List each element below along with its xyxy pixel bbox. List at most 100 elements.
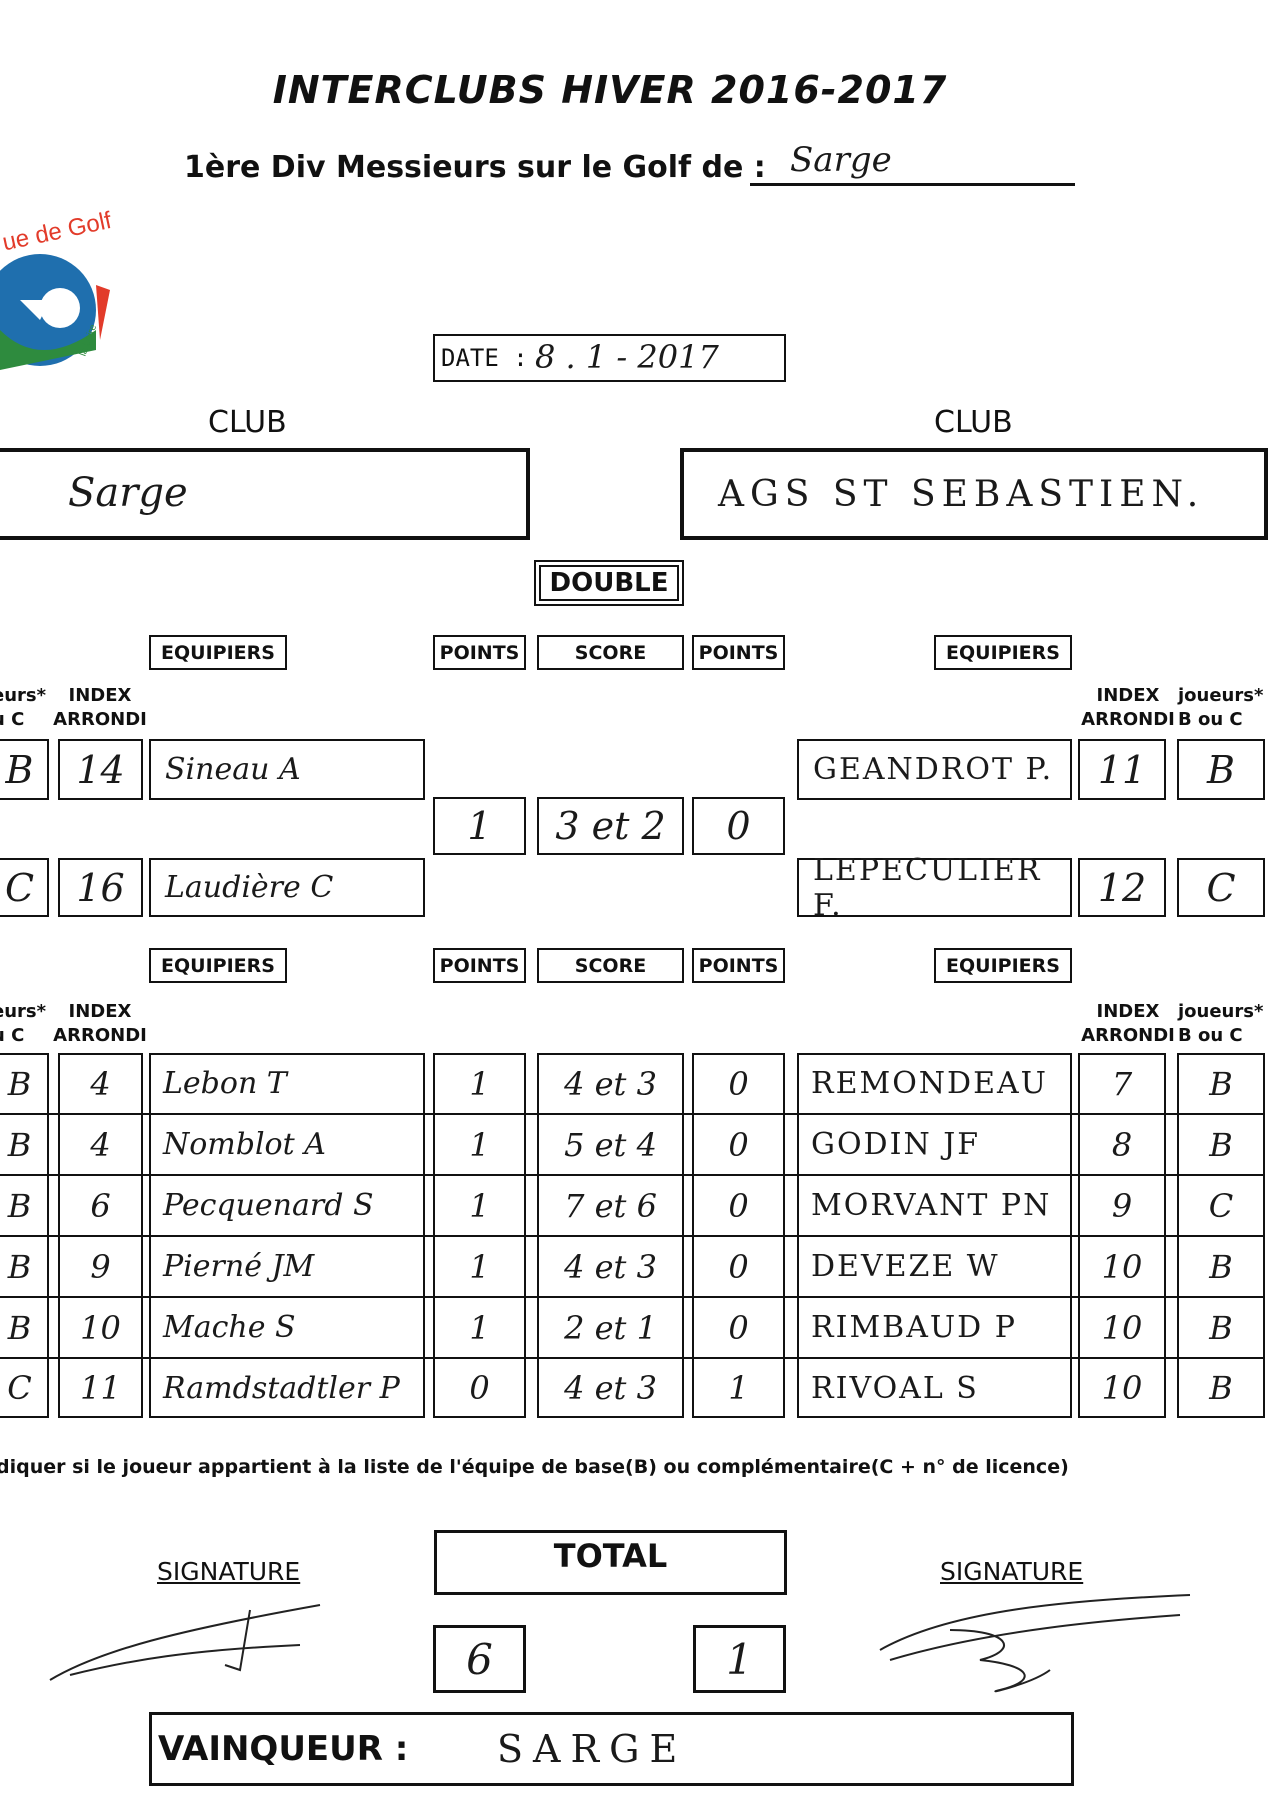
score-cell: 5 et 4	[564, 1125, 657, 1164]
table-row: B 4 Nomblot A 1 5 et 4 0 GODIN JF 8 B	[0, 1114, 1280, 1175]
row-divider	[0, 1296, 1265, 1298]
home-name-cell: Pierné JM	[163, 1249, 315, 1284]
away-points-cell: 1	[728, 1369, 749, 1407]
home-points-cell: 0	[469, 1369, 490, 1407]
away-points-cell: 0	[728, 1308, 749, 1347]
score-cell: 4 et 3	[564, 1064, 657, 1103]
score-cell: 7 et 6	[564, 1186, 657, 1225]
away-bc-cell: B	[1209, 1247, 1233, 1286]
home-index-cell: 4	[90, 1125, 111, 1164]
singles-away-points-header: POINTS	[692, 948, 785, 983]
double-score-header: SCORE	[537, 635, 684, 670]
double-home-bc: C	[0, 858, 49, 917]
singles-right-bc-label: joueurs*B ou C	[1178, 1001, 1264, 1046]
score-cell: 4 et 3	[564, 1369, 657, 1407]
singles-left-bc-label: eurs*u C	[0, 1001, 47, 1046]
home-index-cell: 10	[80, 1308, 121, 1347]
double-home-points: 1	[433, 797, 526, 855]
home-signature	[40, 1590, 330, 1690]
away-points-cell: 0	[728, 1186, 749, 1225]
home-signature-label: SIGNATURE	[157, 1557, 301, 1586]
singles-home-points-header: POINTS	[433, 948, 526, 983]
double-home-name: Sineau A	[149, 739, 425, 800]
away-bc-cell: B	[1209, 1369, 1233, 1407]
home-bc-cell: B	[7, 1247, 32, 1286]
singles-home-equipiers-header: EQUIPIERS	[149, 948, 287, 983]
away-points-cell: 0	[728, 1247, 749, 1286]
row-divider	[0, 1174, 1265, 1176]
away-name-cell: GODIN JF	[811, 1127, 981, 1162]
double-home-index: 16	[58, 858, 143, 917]
double-away-index: 12	[1078, 858, 1166, 917]
home-name-cell: Lebon T	[163, 1066, 287, 1101]
double-away-bc: B	[1177, 739, 1265, 800]
footnote: diquer si le joueur appartient à la list…	[0, 1456, 1069, 1478]
double-away-name: LEPECULIER F.	[797, 853, 1072, 923]
double-away-bc: C	[1177, 858, 1265, 917]
double-away-equipiers-header: EQUIPIERS	[934, 635, 1072, 670]
page-title: INTERCLUBS HIVER 2016-2017	[272, 68, 948, 112]
table-row: B 10 Mache S 1 2 et 1 0 RIMBAUD P 10 B	[0, 1297, 1280, 1358]
table-row: C 11 Ramdstadtler P 0 4 et 3 1 RIVOAL S …	[0, 1358, 1280, 1418]
home-name-cell: Nomblot A	[163, 1127, 326, 1162]
home-points-cell: 1	[469, 1125, 490, 1164]
row-divider	[0, 1235, 1265, 1237]
winner-box: VAINQUEUR : SARGE	[149, 1712, 1074, 1786]
home-index-cell: 9	[90, 1247, 111, 1286]
home-bc-cell: B	[7, 1186, 32, 1225]
home-name-cell: Pecquenard S	[163, 1188, 374, 1223]
away-points-cell: 0	[728, 1064, 749, 1103]
score-cell: 4 et 3	[564, 1247, 657, 1286]
away-index-cell: 10	[1101, 1369, 1143, 1407]
golf-course-underline	[750, 183, 1075, 186]
double-home-name: Laudière C	[149, 858, 425, 917]
date-label: DATE :	[441, 344, 528, 372]
home-club-label: CLUB	[208, 405, 287, 440]
total-box: TOTAL	[434, 1530, 787, 1595]
double-score: 3 et 2	[537, 797, 684, 855]
away-name-cell: DEVEZE W	[811, 1249, 1000, 1284]
away-club-box: AGS ST SEBASTIEN.	[680, 448, 1268, 540]
double-section-label: DOUBLE	[539, 565, 679, 601]
home-points-cell: 1	[469, 1186, 490, 1225]
home-points-cell: 1	[469, 1308, 490, 1347]
away-index-cell: 8	[1111, 1125, 1133, 1164]
home-club-box: Sarge	[0, 448, 530, 540]
total-away: 1	[693, 1625, 786, 1693]
table-row: B 4 Lebon T 1 4 et 3 0 REMONDEAU 7 B	[0, 1053, 1280, 1114]
singles-table	[0, 1053, 1280, 1418]
home-points-cell: 1	[469, 1064, 490, 1103]
home-index-cell: 4	[90, 1064, 111, 1103]
away-name-cell: RIMBAUD P	[811, 1310, 1017, 1345]
date-box: DATE : 8 . 1 - 2017	[433, 334, 786, 382]
double-section-frame: DOUBLE	[534, 560, 684, 606]
away-bc-cell: C	[1208, 1186, 1234, 1225]
total-label: TOTAL	[553, 1537, 668, 1575]
double-away-index: 11	[1078, 739, 1166, 800]
home-points-cell: 1	[469, 1247, 490, 1286]
away-points-cell: 0	[728, 1125, 749, 1164]
away-club-name: AGS ST SEBASTIEN.	[718, 474, 1205, 515]
away-index-cell: 9	[1111, 1186, 1133, 1225]
away-signature	[870, 1590, 1200, 1700]
golf-course-value: Sarge	[790, 140, 892, 180]
score-cell: 2 et 1	[564, 1308, 657, 1347]
home-bc-cell: B	[7, 1308, 32, 1347]
double-home-index: 14	[58, 739, 143, 800]
away-club-label: CLUB	[934, 405, 1013, 440]
home-index-cell: 11	[80, 1369, 121, 1407]
double-left-bc-label: eurs*u C	[0, 685, 47, 730]
home-index-cell: 6	[90, 1186, 111, 1225]
home-club-name: Sarge	[68, 470, 188, 516]
away-index-cell: 10	[1101, 1247, 1143, 1286]
double-away-points: 0	[692, 797, 785, 855]
double-away-points-header: POINTS	[692, 635, 785, 670]
row-divider	[0, 1113, 1265, 1115]
away-signature-label: SIGNATURE	[940, 1557, 1084, 1586]
away-name-cell: RIVOAL S	[811, 1370, 979, 1406]
home-name-cell: Ramdstadtler P	[163, 1370, 400, 1406]
date-value: 8 . 1 - 2017	[535, 338, 719, 376]
home-bc-cell: B	[7, 1125, 32, 1164]
